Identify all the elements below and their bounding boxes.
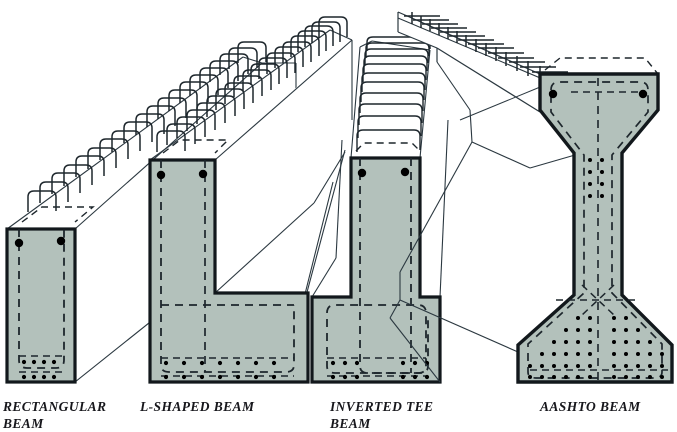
aashto-beam-stirrup-cage bbox=[527, 81, 663, 379]
aashto-beam-hidden-top-edge bbox=[544, 57, 659, 75]
inverted-tee-beam-illustration bbox=[310, 36, 449, 384]
rectangular-beam-stirrup-cage bbox=[18, 229, 65, 369]
inverted-tee-beam-rebar-top-right bbox=[400, 167, 410, 177]
inverted-tee-beam-stirrups bbox=[356, 36, 431, 152]
l-shaped-beam-hidden-top-edge bbox=[162, 139, 230, 154]
inverted-tee-beam-flange-cage bbox=[326, 304, 427, 374]
l-shaped-beam-rebar-top-right bbox=[198, 169, 208, 179]
l-shaped-beam-strands bbox=[163, 360, 277, 380]
rectangular-beam-rebar-top-left bbox=[14, 238, 24, 248]
l-shaped-beam-illustration bbox=[148, 16, 353, 384]
label-inverted-tee-beam-line2: BEAM bbox=[329, 416, 371, 431]
aashto-beam-rebar-top-right bbox=[638, 89, 648, 99]
rectangular-beam-hidden-top-edge bbox=[21, 206, 95, 223]
aashto-beam-bottom-strands bbox=[528, 316, 664, 379]
label-l-shaped-beam: L-SHAPED BEAM bbox=[139, 399, 255, 414]
label-aashto-beam: AASHTO BEAM bbox=[539, 399, 641, 414]
aashto-beam-cross-section bbox=[516, 72, 674, 384]
rectangular-beam-strands bbox=[21, 359, 57, 380]
aashto-beam-rebar-top-left bbox=[548, 89, 558, 99]
l-shaped-beam-rebar-top-left bbox=[156, 170, 166, 180]
label-rectangular-beam-line1: RECTANGULAR bbox=[2, 399, 106, 414]
aashto-beam-web-strands bbox=[588, 158, 604, 198]
aashto-beam-cage-cross-brace bbox=[581, 284, 615, 316]
aashto-beam-illustration bbox=[389, 11, 674, 384]
rectangular-beam-rebar-top-right bbox=[56, 236, 66, 246]
inverted-tee-beam-rebar-top-left bbox=[357, 168, 367, 178]
aashto-beam-stirrups bbox=[404, 12, 568, 81]
inverted-tee-beam-strands bbox=[330, 360, 430, 380]
label-inverted-tee-beam-line1: INVERTED TEE bbox=[329, 399, 433, 414]
label-rectangular-beam-line2: BEAM bbox=[2, 416, 44, 431]
l-shaped-beam-cross-section bbox=[148, 158, 310, 384]
l-shaped-beam-stirrup-cage bbox=[160, 160, 295, 373]
inverted-tee-beam-hidden-top-edge bbox=[355, 142, 421, 152]
